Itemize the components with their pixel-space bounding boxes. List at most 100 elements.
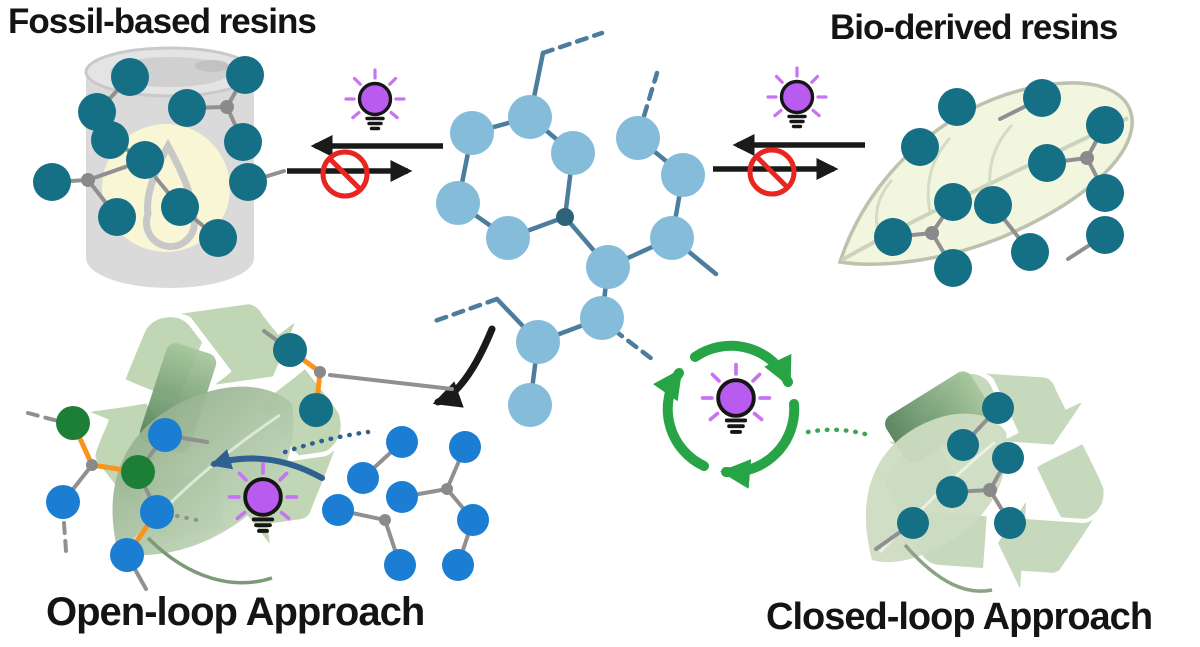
polymer-node [901,128,939,166]
polymer-node [616,116,660,160]
polymer-node [314,366,326,378]
polymer-node [442,549,474,581]
polymer-node [384,549,416,581]
polymer-node [994,507,1026,539]
polymer-node [161,188,199,226]
polymer-node [457,504,489,536]
polymer-bond [26,411,60,423]
polymer-node [925,226,939,240]
fossil-resins-group [33,46,286,288]
prohibition-icon [750,150,794,194]
polymer-node [168,89,206,127]
polymer-node [982,392,1014,424]
polymer-node [98,198,136,236]
polymer-node [126,141,164,179]
polymer-node [1011,233,1049,271]
dotted-link-line [805,427,875,439]
polymer-node [110,538,144,572]
polymer-node [322,494,354,526]
polymer-node [934,183,972,221]
polymer-node [226,56,264,94]
lightbulb-icon [766,66,828,129]
prohibition-icon [323,152,367,196]
polymer-node [936,476,968,508]
polymer-node [1028,144,1066,182]
polymer-bond [62,521,68,553]
polymer-node [436,181,480,225]
bio-resins-group [837,79,1134,287]
polymer-bond [175,514,204,523]
central-polymer-molecule [432,30,719,427]
polymer-node [897,507,929,539]
closed-loop-network [874,392,1026,551]
polymer-node [199,219,237,257]
polymer-node [1086,216,1124,254]
polymer-node [874,218,912,256]
open-loop-title: Open-loop Approach [46,590,425,634]
polymer-node [508,95,552,139]
polymer-node [273,333,307,367]
polymer-node [347,462,379,494]
polymer-node [992,442,1024,474]
polymer-node [450,111,494,155]
photo-cycle-group [652,340,875,489]
lightbulb-icon [344,68,406,131]
polymer-node [516,320,560,364]
polymer-node [299,393,333,427]
polymer-node [229,163,267,201]
polymer-node [983,483,997,497]
polymer-node [379,514,391,526]
polymer-bond [328,373,454,391]
polymer-node [449,431,481,463]
closed-loop-title: Closed-loop Approach [766,596,1153,638]
polymer-node [938,88,976,126]
polymer-node [1080,151,1094,165]
polymer-node [974,186,1012,224]
polymer-node [220,100,234,114]
polymer-bond [611,327,655,362]
polymer-node [224,123,262,161]
reuse-arrow-icon [209,449,325,481]
polymer-node [508,383,552,427]
open-loop-group: ♻ [26,215,489,647]
fossil-resins-title: Fossil-based resins [8,2,317,41]
polymer-node [33,163,71,201]
polymer-node [56,406,90,440]
fossil-polymer-network [33,56,286,257]
green-circular-arrows-icon [652,340,800,489]
polymer-node [1086,106,1124,144]
polymer-node [947,429,979,461]
bio-polymer-network [874,79,1124,287]
open-loop-product-network [26,406,209,591]
polymer-node [121,455,155,489]
polymer-node [148,418,182,452]
polymer-node [441,483,453,495]
polymer-node [386,426,418,458]
polymer-bond [641,70,660,119]
polymer-node [551,131,595,175]
polymer-node [661,153,705,197]
polymer-node [586,245,630,289]
bio-resins-title: Bio-derived resins [830,8,1118,47]
degraded-blue-network [322,426,489,581]
polymer-node [86,459,98,471]
lightbulb-icon [700,362,772,434]
polymer-node [46,485,80,519]
polymer-node [556,208,574,226]
polymer-node [81,173,95,187]
polymer-bond [432,296,500,324]
polymer-node [934,249,972,287]
dotted-link-line [282,429,371,455]
polymer-node [140,495,174,529]
polymer-node [1023,79,1061,117]
fossil-reaction-arrows [287,68,443,196]
polymer-node [1086,174,1124,212]
degradation-arrow-icon [432,325,496,408]
polymer-bond [540,30,605,56]
polymer-node [91,121,129,159]
polymer-node [580,296,624,340]
polymer-node [486,216,530,260]
polymer-node [650,216,694,260]
